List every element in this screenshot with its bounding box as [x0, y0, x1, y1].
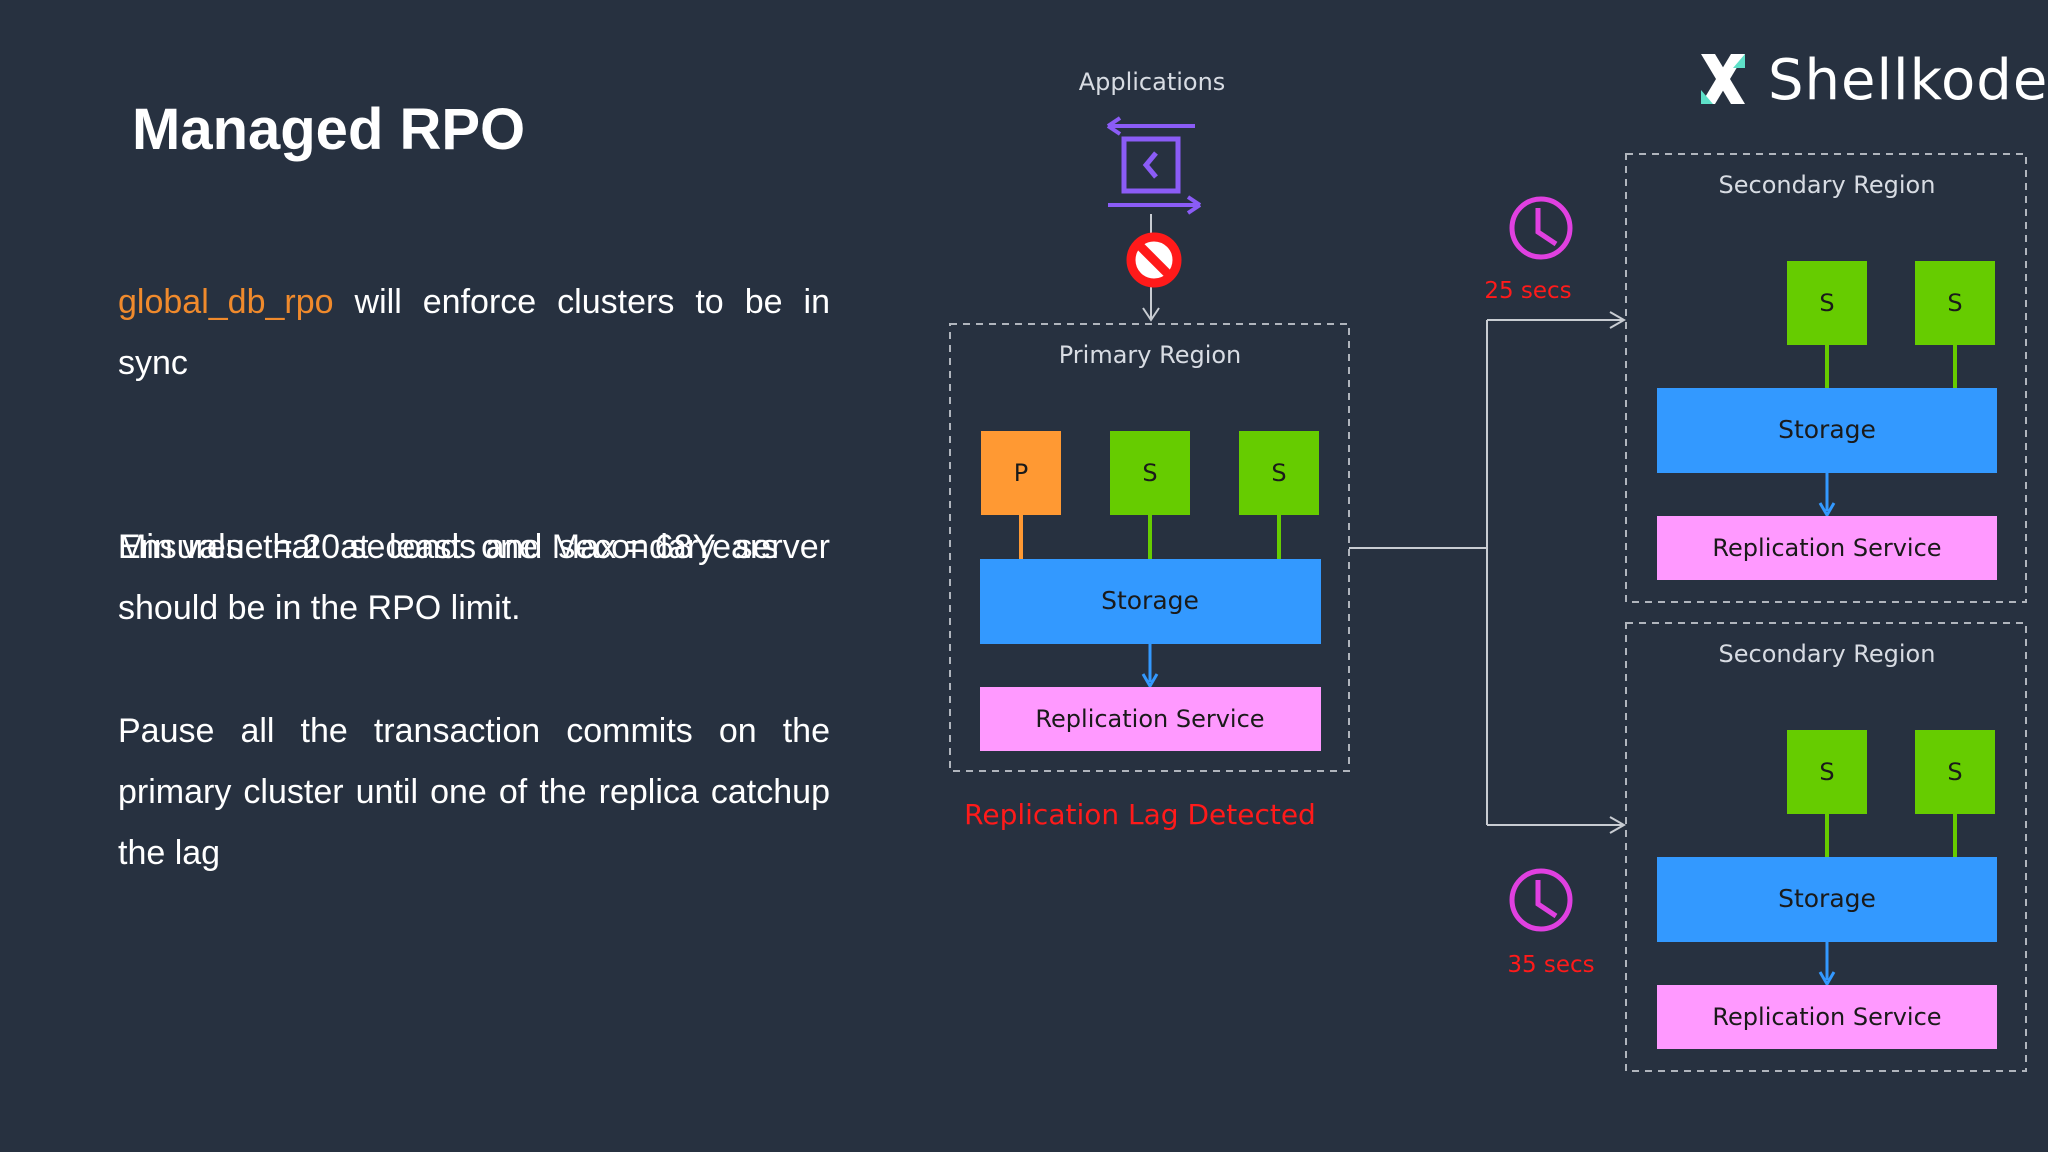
secondary-region-top: Secondary Region S S Storage Replication…	[1625, 153, 2027, 603]
storage-box	[1657, 388, 1997, 473]
replication-service-box	[980, 687, 1321, 751]
storage-label: Storage	[1101, 586, 1199, 615]
secondary-node	[1239, 431, 1319, 515]
secondary-node-label: S	[1142, 459, 1157, 487]
bottom-delay-label: 35 secs	[1507, 952, 1594, 978]
top-delay-label: 25 secs	[1484, 278, 1571, 304]
primary-node-label: P	[1014, 459, 1028, 487]
replication-service-label: Replication Service	[1035, 705, 1264, 733]
secondary-node-label: S	[1819, 758, 1834, 786]
storage-label: Storage	[1778, 415, 1876, 444]
application-icon	[1106, 116, 1202, 215]
storage-box	[980, 559, 1321, 644]
clock-icon	[1509, 196, 1573, 260]
replication-connectors	[1349, 311, 1627, 834]
primary-region: Primary Region P S S Storage Replication…	[949, 323, 1350, 772]
secondary-region-bottom: Secondary Region S S Storage Replication…	[1625, 622, 2027, 1072]
secondary-node	[1787, 261, 1867, 345]
rpo-paragraph: global_db_rpo will enforce clusters to b…	[118, 272, 830, 394]
secondary-limit-paragraph: Ensures that at least one secondary serv…	[118, 528, 830, 627]
replication-service-label: Replication Service	[1712, 534, 1941, 562]
rpo-paragraph-rest: will enforce clusters to be in sync	[118, 283, 830, 382]
secondary-region-label: Secondary Region	[1719, 640, 1936, 668]
replication-service-box	[1657, 516, 1997, 580]
secondary-node	[1787, 730, 1867, 814]
applications-label: Applications	[1079, 68, 1226, 96]
secondary-region-label: Secondary Region	[1719, 171, 1936, 199]
min-max-line: Min value = 20 seconds and Max = 68Years	[118, 528, 779, 566]
x-logo-icon	[1701, 54, 1745, 104]
pause-commits-paragraph: Pause all the transaction commits on the…	[118, 712, 830, 872]
secondary-node-label: S	[1819, 289, 1834, 317]
secondary-node	[1915, 730, 1995, 814]
page-title: Managed RPO	[132, 97, 526, 162]
brand-name: Shellkode	[1768, 48, 2048, 113]
rpo-parameter: global_db_rpo	[118, 283, 334, 321]
primary-node	[981, 431, 1061, 515]
replication-service-label: Replication Service	[1712, 1003, 1941, 1031]
secondary-node-label: S	[1271, 459, 1286, 487]
blocked-icon	[1126, 232, 1182, 288]
storage-box	[1657, 857, 1997, 942]
replication-service-box	[1657, 985, 1997, 1049]
replication-lag-label: Replication Lag Detected	[964, 798, 1316, 831]
secondary-node-label: S	[1947, 758, 1962, 786]
secondary-node	[1110, 431, 1190, 515]
clock-icon	[1509, 868, 1573, 932]
storage-label: Storage	[1778, 884, 1876, 913]
primary-region-label: Primary Region	[1059, 341, 1242, 369]
secondary-node	[1915, 261, 1995, 345]
secondary-node-label: S	[1947, 289, 1962, 317]
brand-logo	[1701, 54, 1745, 104]
